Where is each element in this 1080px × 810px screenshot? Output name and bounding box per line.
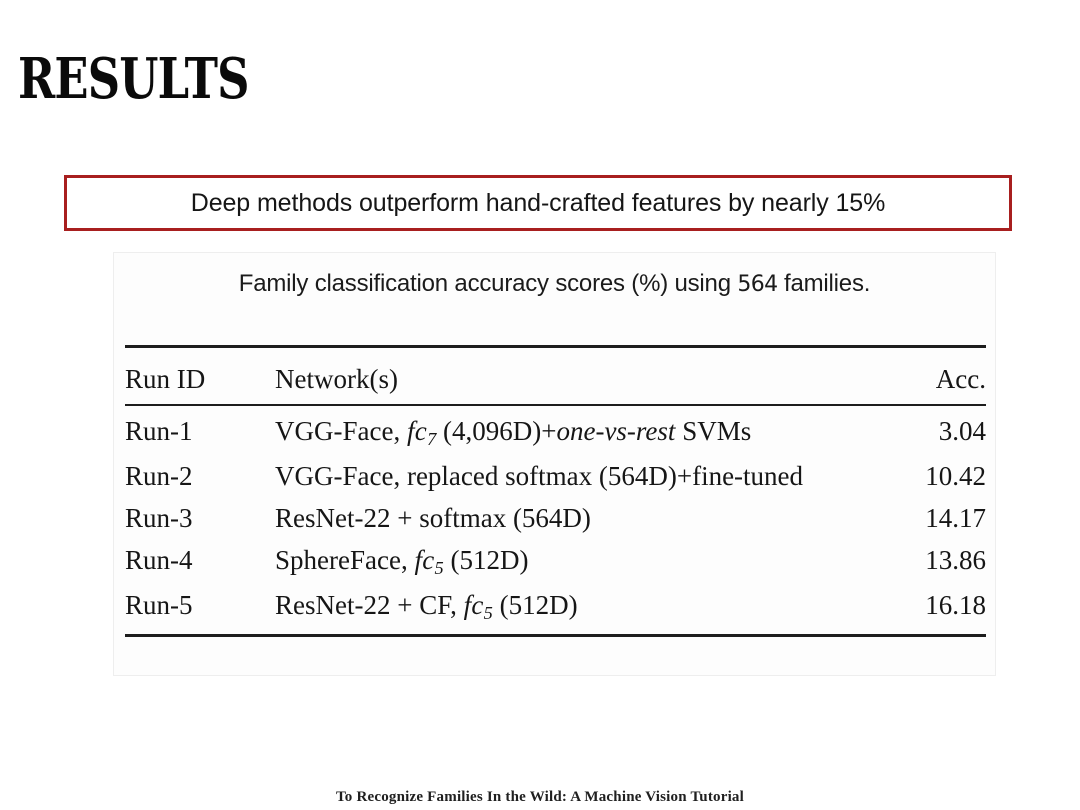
table-row: Run-2 VGG-Face, replaced softmax (564D)+… [125,455,986,497]
table-caption-suffix: families. [777,270,871,297]
network-text-pre: VGG-Face, [275,416,407,446]
cell-run-id: Run-1 [125,416,193,446]
math-fc: fc5 [463,590,493,624]
cell-run-id: Run-5 [125,590,193,620]
cell-network: VGG-Face, replaced softmax (564D)+fine-t… [275,455,875,497]
network-text-pre: VGG-Face, replaced softmax (564D)+fine-t… [275,461,804,491]
callout-box: Deep methods outperform hand-crafted fea… [64,175,1012,231]
table-row: Run-3 ResNet-22 + softmax (564D) 14.17 [125,497,986,539]
column-header-accuracy: Acc. [935,364,986,394]
accuracy-table: Run ID Network(s) Acc. Run-1 VGG-Face, f… [125,357,986,629]
cell-network: VGG-Face, fc7 (4,096D)+one-vs-rest SVMs [275,401,875,455]
cell-accuracy: 14.17 [925,503,986,533]
network-text-mid: (4,096D)+ [436,416,557,446]
column-header-network: Network(s) [275,364,398,394]
network-text-pre: SphereFace, [275,545,415,575]
slide-footer: To Recognize Families In the Wild: A Mac… [335,789,745,805]
table-row: Run-5 ResNet-22 + CF, fc5 (512D) 16.18 [125,584,986,629]
cell-run-id: Run-3 [125,503,193,533]
math-fc-subscript: 7 [427,429,437,450]
cell-network: ResNet-22 + softmax (564D) [275,497,875,539]
network-text-mid: (512D) [492,590,578,620]
math-fc-base: fc [414,545,435,575]
cell-accuracy: 10.42 [925,461,986,491]
callout-text: Deep methods outperform hand-crafted fea… [190,189,886,217]
network-text-italic: one-vs-rest [556,416,676,446]
page-title: RESULTS [18,46,250,112]
cell-accuracy: 3.04 [938,416,986,446]
table-caption: Family classification accuracy scores (%… [114,269,995,300]
column-header-run-id: Run ID [125,364,206,394]
results-table-figure: Family classification accuracy scores (%… [113,252,996,676]
table-rule-bottom [125,634,986,637]
math-fc-base: fc [406,416,428,446]
table-rule-top [125,345,986,348]
table-caption-number: 564 [737,272,778,297]
math-fc-subscript: 5 [483,603,493,624]
math-fc: fc7 [406,416,437,450]
table-row: Run-4 SphereFace, fc5 (512D) 13.86 [125,539,986,584]
cell-accuracy: 16.18 [925,590,986,620]
cell-network: SphereFace, fc5 (512D) [275,539,875,584]
table-header-row: Run ID Network(s) Acc. [125,357,986,401]
math-fc-subscript: 5 [434,558,444,579]
math-fc-base: fc [463,590,484,620]
cell-accuracy: 13.86 [925,545,986,575]
cell-run-id: Run-4 [125,545,193,575]
network-text-mid: (512D) [443,545,529,575]
cell-network: ResNet-22 + CF, fc5 (512D) [275,584,875,629]
network-text-post: SVMs [675,416,752,446]
table-rule-middle [125,404,986,406]
math-fc: fc5 [414,545,444,579]
cell-run-id: Run-2 [125,461,193,491]
network-text-pre: ResNet-22 + CF, [275,590,464,620]
table-caption-prefix: Family classification accuracy scores (%… [238,270,738,297]
network-text-pre: ResNet-22 + softmax (564D) [275,503,591,533]
table-row: Run-1 VGG-Face, fc7 (4,096D)+one-vs-rest… [125,401,986,455]
